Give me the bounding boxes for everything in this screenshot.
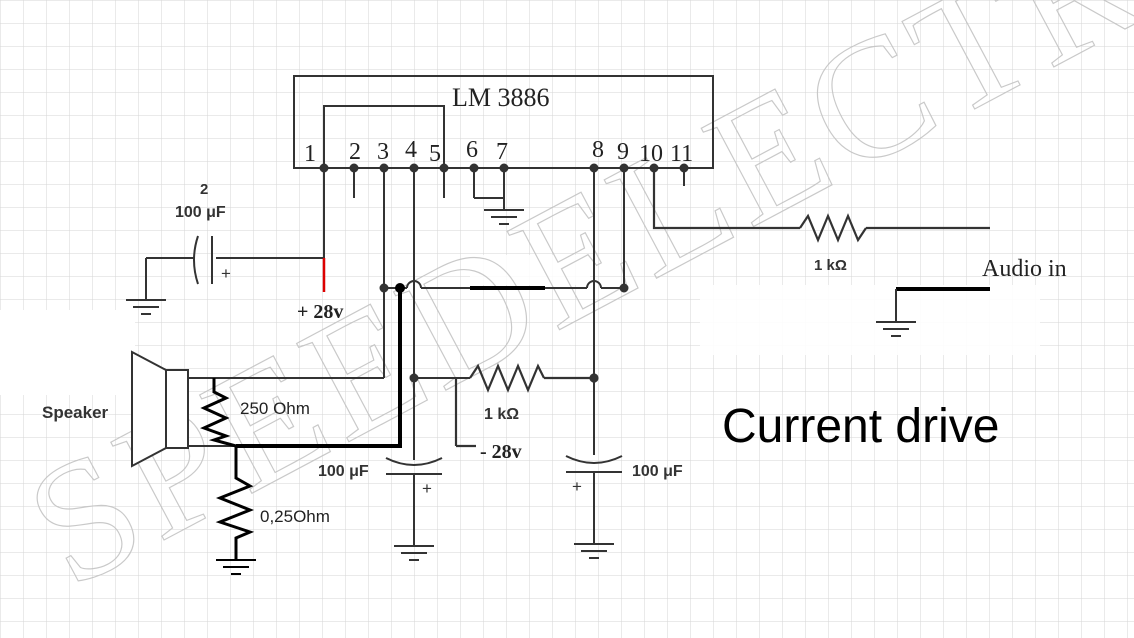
pin-11-label: 11 bbox=[670, 141, 693, 167]
pin-2-label: 2 bbox=[349, 139, 361, 165]
speaker-label: Speaker bbox=[42, 403, 109, 422]
pin-4-label: 4 bbox=[405, 137, 417, 163]
pin-8-label: 8 bbox=[592, 137, 604, 163]
ic-internal-link bbox=[323, 105, 445, 168]
pin-5-label: 5 bbox=[429, 141, 441, 167]
resistor-speaker bbox=[200, 378, 237, 448]
input-cap-value: 100 μF bbox=[175, 204, 226, 221]
input-capacitor-network bbox=[126, 168, 326, 315]
pin8-network bbox=[565, 168, 623, 559]
capacitor-left-value: 100 μF bbox=[318, 463, 369, 480]
pin4-network bbox=[409, 168, 470, 460]
blank-patch-right bbox=[700, 285, 1040, 355]
resistor-speaker-value: 250 Ohm bbox=[240, 399, 310, 418]
pin-6-label: 6 bbox=[466, 137, 478, 163]
blank-patch-center bbox=[470, 255, 590, 285]
pin-1-label: 1 bbox=[304, 141, 316, 167]
supply-negative-label: - 28v bbox=[480, 441, 522, 463]
audio-in-label: Audio in bbox=[982, 256, 1067, 282]
thick-output-wire bbox=[236, 283, 405, 448]
resistor-input bbox=[652, 168, 990, 243]
input-cap-plus: + bbox=[221, 264, 231, 283]
resistor-sense bbox=[215, 446, 256, 575]
capacitor-left bbox=[385, 457, 443, 561]
pin-9-label: 9 bbox=[617, 139, 629, 165]
resistor-feedback-value: 1 kΩ bbox=[484, 406, 519, 423]
audio-in-ground bbox=[876, 287, 990, 337]
capacitor-right-value: 100 μF bbox=[632, 463, 683, 480]
blank-patch-left bbox=[0, 310, 135, 395]
resistor-sense-value: 0,25Ohm bbox=[260, 507, 330, 526]
resistor-input-value: 1 kΩ bbox=[814, 257, 847, 274]
speaker-icon bbox=[131, 350, 236, 468]
capacitor-left-plus: + bbox=[422, 479, 432, 498]
ic-label: LM 3886 bbox=[452, 83, 550, 112]
supply-positive-label: + 28v bbox=[297, 301, 343, 323]
diagram-title: Current drive bbox=[722, 400, 999, 453]
capacitor-right-plus: + bbox=[572, 477, 582, 496]
pin-7-label: 7 bbox=[496, 139, 508, 165]
pin-10-label: 10 bbox=[639, 141, 663, 167]
input-cap-plate-curved bbox=[193, 235, 199, 285]
pin-3-label: 3 bbox=[377, 139, 389, 165]
input-cap-count: 2 bbox=[200, 181, 208, 198]
ground-pin7 bbox=[474, 168, 524, 225]
